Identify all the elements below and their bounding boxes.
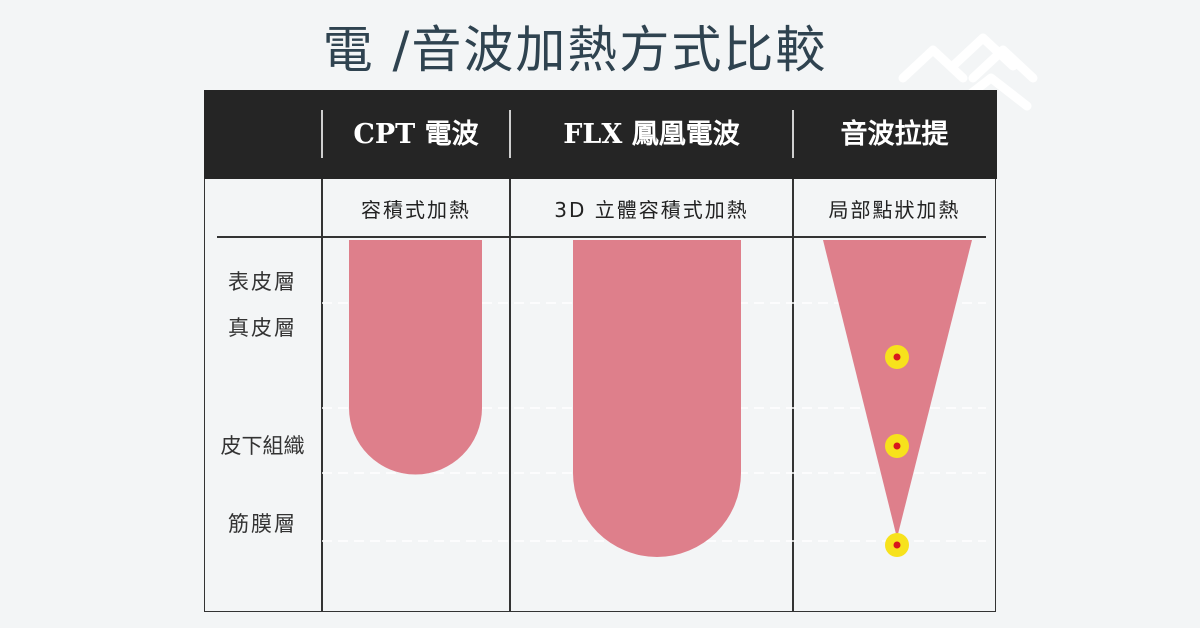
focal-point (885, 533, 909, 557)
focal-point (885, 345, 909, 369)
layer-label-dermis: 真皮層 (228, 316, 297, 340)
header-divider (321, 110, 323, 158)
focal-point (885, 434, 909, 458)
layer-label-subcutaneous: 皮下組織 (220, 434, 305, 458)
heat-zone-flx (573, 240, 741, 557)
page-title: 電 /音波加熱方式比較 (322, 21, 828, 79)
header-divider (792, 110, 794, 158)
table-header-bar (204, 90, 997, 179)
heat-zone-ultrasound (823, 240, 972, 538)
column-divider (509, 179, 511, 612)
column-header-cpt: CPT 電波 (353, 119, 479, 150)
method-label-cpt: 容積式加熱 (361, 198, 471, 222)
column-divider (792, 179, 794, 612)
column-divider (321, 179, 323, 612)
layer-label-epidermis: 表皮層 (228, 270, 297, 294)
column-header-flx: FLX 鳳凰電波 (563, 119, 740, 150)
header-divider (509, 110, 511, 158)
layer-label-fascia: 筋膜層 (228, 512, 297, 536)
method-label-ultrasound: 局部點狀加熱 (828, 198, 961, 222)
heat-zone-cpt (349, 240, 482, 475)
subheader-divider (217, 236, 986, 238)
method-label-flx: 3D 立體容積式加熱 (554, 198, 749, 222)
column-header-ultrasound: 音波拉提 (840, 119, 949, 150)
